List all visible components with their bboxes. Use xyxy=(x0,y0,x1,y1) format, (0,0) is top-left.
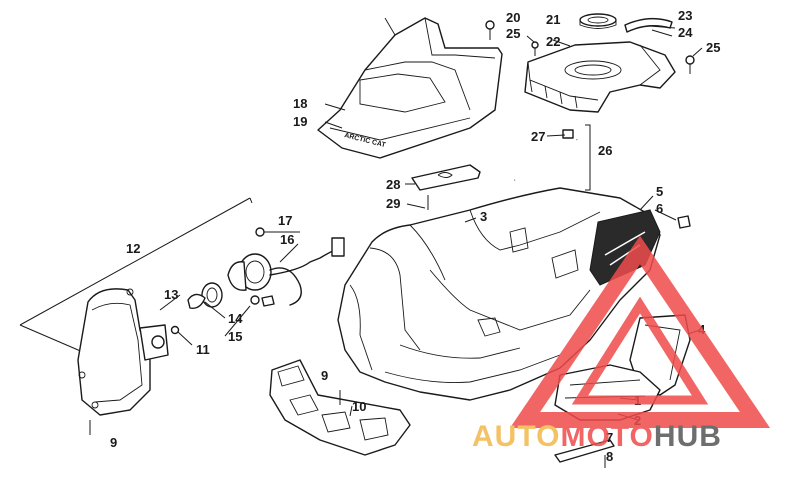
lower-panel xyxy=(554,364,661,421)
watermark-triangle xyxy=(509,235,771,428)
strap xyxy=(554,439,615,468)
mount-bracket xyxy=(411,164,481,210)
callout-22: 22 xyxy=(546,34,560,49)
callout-16: 16 xyxy=(280,232,294,247)
headlight-connector xyxy=(227,237,345,306)
callout-27: 27 xyxy=(531,129,545,144)
screw-25-right xyxy=(685,55,695,74)
callout-26: 26 xyxy=(598,143,612,158)
callout-12: 12 xyxy=(126,241,140,256)
callout-24: 24 xyxy=(678,25,693,40)
callout-7: 7 xyxy=(606,430,613,445)
trim-strip xyxy=(624,17,673,33)
watermark-hub: HUB xyxy=(654,420,722,453)
callout-25-right: 25 xyxy=(706,40,720,55)
watermark-triangle-inner xyxy=(571,296,709,405)
callout-29: 29 xyxy=(386,196,400,211)
front-grille xyxy=(269,359,411,456)
callout-6: 6 xyxy=(656,201,663,216)
headlight-housing xyxy=(77,288,169,416)
clip-6 xyxy=(677,215,691,229)
screw-20 xyxy=(485,20,495,40)
callout-13: 13 xyxy=(164,287,178,302)
leader-lines xyxy=(159,25,703,421)
callout-18: 18 xyxy=(293,96,307,111)
callout-19: 19 xyxy=(293,114,307,129)
grommet xyxy=(579,13,617,29)
screw-25-upper xyxy=(531,41,539,56)
callout-25-upper: 25 xyxy=(506,26,520,41)
callout-5: 5 xyxy=(656,184,663,199)
rear-cover: ARCTIC CAT xyxy=(317,17,503,159)
callout-20: 20 xyxy=(506,10,520,25)
callout-15: 15 xyxy=(228,329,242,344)
bracket-26 xyxy=(585,124,591,191)
callout-11: 11 xyxy=(196,342,210,357)
callout-23: 23 xyxy=(678,8,692,23)
screw-11 xyxy=(170,325,193,346)
callout-9-grille: 9 xyxy=(321,368,328,383)
callout-28: 28 xyxy=(386,177,400,192)
watermark: AUTOMOTOHUB xyxy=(472,235,771,453)
callout-14: 14 xyxy=(228,311,243,326)
rear-fender xyxy=(524,41,676,113)
callout-3: 3 xyxy=(480,209,487,224)
bulb-socket xyxy=(187,282,275,309)
watermark-moto: MOTO xyxy=(560,420,653,453)
screw-17 xyxy=(255,227,272,237)
vent-hose xyxy=(513,129,581,183)
callout-17: 17 xyxy=(278,213,292,228)
watermark-text: AUTOMOTOHUB xyxy=(472,420,722,453)
callout-10: 10 xyxy=(352,399,366,414)
callout-9-left: 9 xyxy=(110,435,117,450)
watermark-auto: AUTO xyxy=(472,420,560,453)
callout-21: 21 xyxy=(546,12,560,27)
callout-8: 8 xyxy=(606,449,613,464)
